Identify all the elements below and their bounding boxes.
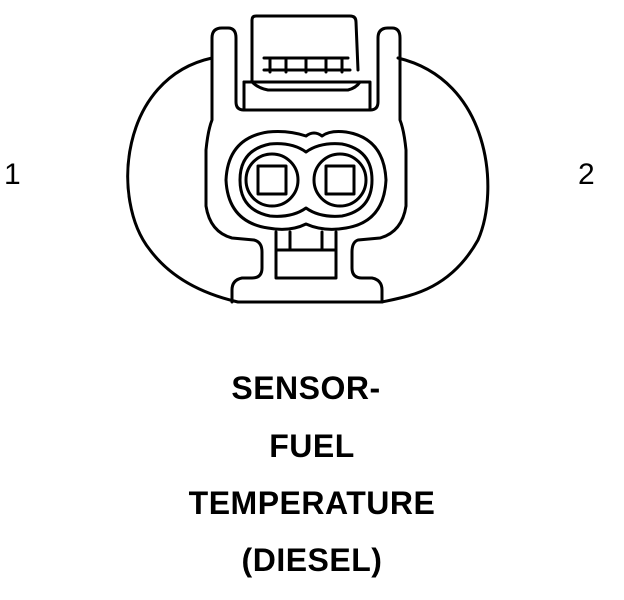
caption-line-1: SENSOR-	[231, 370, 381, 406]
locking-tab	[250, 14, 360, 72]
caption-line-4: (DIESEL)	[241, 542, 383, 578]
terminal-cavity-2	[312, 152, 368, 208]
caption-line-2: FUEL	[269, 428, 355, 464]
pin-2-label: 2	[578, 158, 595, 191]
terminal-cavity-1	[244, 152, 300, 208]
caption-line-3: TEMPERATURE	[188, 485, 436, 521]
pin-1-label: 1	[4, 158, 21, 191]
terminal-cavity-inner	[238, 142, 374, 218]
connector-inner-frame	[210, 26, 408, 304]
connector-housing-outline	[126, 56, 490, 304]
lower-latch	[274, 230, 338, 280]
connector-diagram	[126, 14, 490, 304]
terminal-1	[256, 164, 288, 196]
terminal-2	[324, 164, 356, 196]
terminal-cavity-outer	[224, 130, 388, 231]
